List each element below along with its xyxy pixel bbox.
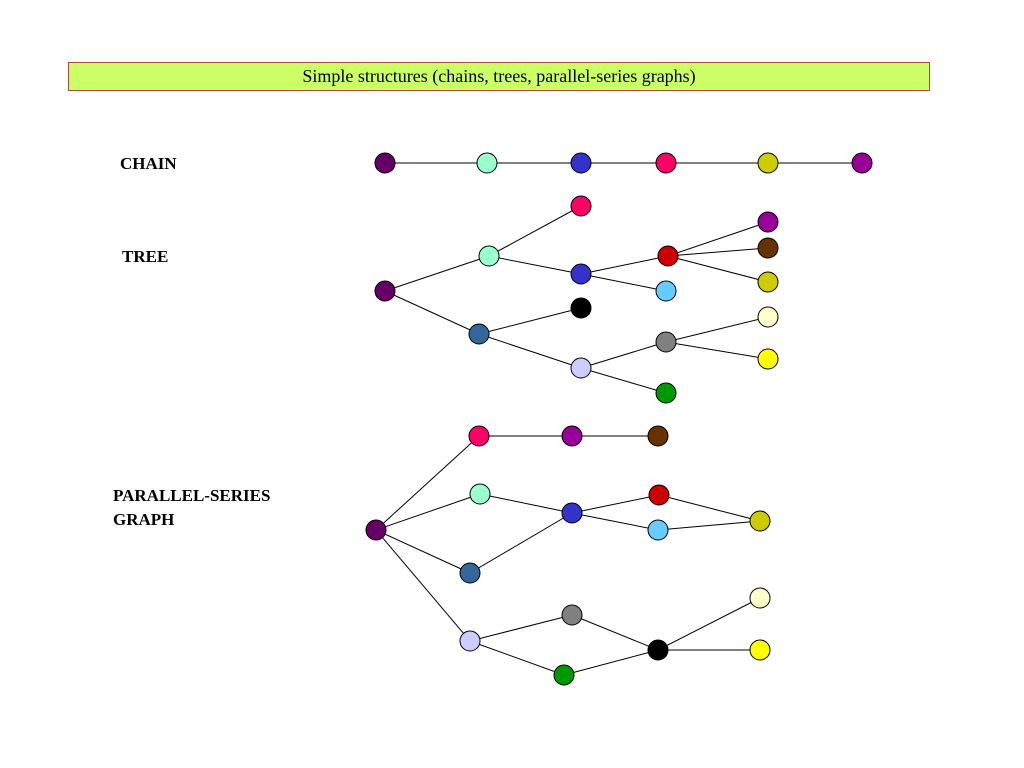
psg-node-q2 <box>459 562 481 584</box>
psg-node-p3 <box>647 425 669 447</box>
tree-node-a2 <box>570 263 592 285</box>
tree-edge-b2-b2b <box>580 367 667 394</box>
psg-edge-q3-q4 <box>571 494 660 514</box>
psg-edge-q3-q5 <box>571 512 659 531</box>
psg-edge-w1-w3 <box>469 640 565 676</box>
psg-edge-w3-w4 <box>563 649 659 676</box>
tree-node-a <box>478 245 500 267</box>
psg-node-s <box>365 519 387 541</box>
tree-node-a2b <box>655 280 677 302</box>
tree-edge-a2-a2a <box>580 255 669 275</box>
psg-node-q4 <box>648 484 670 506</box>
psg-edge-w2-w4 <box>571 614 659 651</box>
tree-edge-r-b <box>384 290 480 335</box>
psg-edge-w4-w5 <box>657 597 761 651</box>
tree-edge-a2a-l3 <box>667 255 769 283</box>
psg-edge-q1-q3 <box>479 493 573 514</box>
psg-edge-q4-q6 <box>658 494 761 522</box>
tree-edge-a-a1 <box>488 205 582 257</box>
chain-node-c1 <box>374 152 396 174</box>
psg-edge-q5-q6 <box>657 520 761 531</box>
tree-edge-b2-b2a <box>580 341 667 369</box>
psg-edge-s-w1 <box>375 529 471 642</box>
psg-node-p2 <box>561 425 583 447</box>
chain-node-c5 <box>757 152 779 174</box>
tree-node-a2a <box>657 245 679 267</box>
tree-node-l3 <box>757 271 779 293</box>
psg-node-q6 <box>749 510 771 532</box>
psg-edge-s-q1 <box>375 493 481 531</box>
psg-edge-s-p1 <box>375 435 480 531</box>
psg-node-q3 <box>561 502 583 524</box>
chain-node-c4 <box>655 152 677 174</box>
tree-node-l1 <box>757 211 779 233</box>
tree-node-b2a <box>655 331 677 353</box>
tree-edge-b2a-l4 <box>665 316 769 343</box>
tree-node-b1 <box>570 297 592 319</box>
psg-node-q5 <box>647 519 669 541</box>
nodes-layer <box>365 152 873 686</box>
psg-node-w3 <box>553 664 575 686</box>
parallel-series-graph-label: PARALLEL-SERIES GRAPH <box>113 486 271 529</box>
psg-node-w5 <box>749 587 771 609</box>
tree-edge-b-b2 <box>478 333 582 369</box>
chain-node-c2 <box>476 152 498 174</box>
psg-node-q1 <box>469 483 491 505</box>
tree-node-l4 <box>757 306 779 328</box>
tree-node-a1 <box>570 195 592 217</box>
chain-node-c3 <box>570 152 592 174</box>
psg-node-w1 <box>459 630 481 652</box>
psg-node-w6 <box>749 639 771 661</box>
tree-edge-a2-a2b <box>580 273 667 292</box>
tree-edge-a2a-l1 <box>667 221 769 257</box>
tree-edge-b2a-l5 <box>665 341 769 360</box>
chain-label: CHAIN <box>120 154 177 173</box>
tree-node-b <box>468 323 490 345</box>
chain-node-c6 <box>851 152 873 174</box>
tree-edge-a2a-l2 <box>667 247 769 257</box>
tree-edge-b-b1 <box>478 307 582 335</box>
psg-node-p1 <box>468 425 490 447</box>
tree-edge-a-a2 <box>488 255 582 275</box>
psg-node-w2 <box>561 604 583 626</box>
edges-layer <box>375 162 862 676</box>
psg-edge-q2-q3 <box>469 512 573 574</box>
tree-node-l5 <box>757 348 779 370</box>
tree-label: TREE <box>122 247 169 266</box>
psg-node-w4 <box>647 639 669 661</box>
tree-edge-r-a <box>384 255 490 292</box>
tree-node-l2 <box>757 237 779 259</box>
psg-edge-w1-w2 <box>469 614 573 642</box>
tree-node-b2b <box>655 382 677 404</box>
title-banner: Simple structures (chains, trees, parall… <box>68 62 930 91</box>
tree-node-r <box>374 280 396 302</box>
psg-edge-s-q2 <box>375 529 471 574</box>
tree-node-b2 <box>570 357 592 379</box>
